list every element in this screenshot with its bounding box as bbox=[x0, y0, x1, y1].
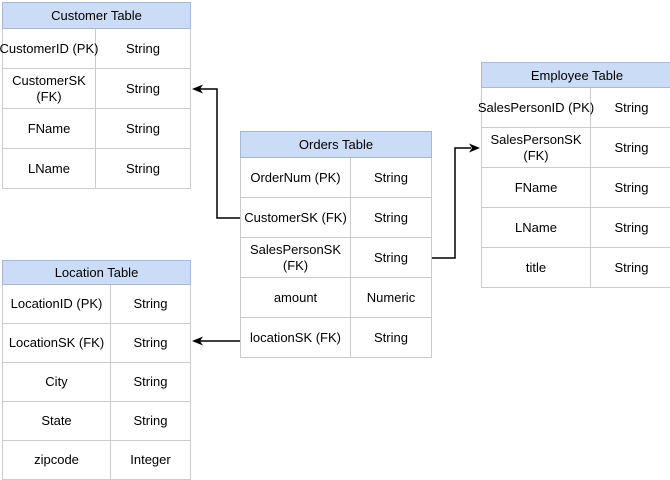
field-name: CustomerSK (FK) bbox=[241, 198, 351, 237]
field-type: String bbox=[126, 160, 160, 176]
field-type: String bbox=[133, 413, 168, 428]
table-row: amount Numeric bbox=[241, 278, 431, 318]
table-title: Customer Table bbox=[2, 2, 191, 29]
arrowhead-right-icon bbox=[469, 143, 480, 153]
field-name: zipcode bbox=[3, 441, 111, 479]
field-name: CustomerSK (FK) bbox=[3, 69, 96, 108]
field-type: Numeric bbox=[366, 289, 416, 305]
field-name: LocationSK (FK) bbox=[3, 324, 111, 362]
entity-table-employee[interactable]: Employee Table SalesPersonID (PK) String… bbox=[478, 62, 670, 288]
field-type: String bbox=[614, 99, 649, 115]
field-type: Integer bbox=[130, 452, 171, 467]
entity-table-orders[interactable]: Orders Table OrderNum (PK) String Custom… bbox=[240, 131, 432, 358]
table-title: Employee Table bbox=[481, 62, 670, 88]
field-type: String bbox=[126, 120, 160, 136]
field-type: String bbox=[133, 374, 168, 389]
field-type: String bbox=[614, 179, 649, 195]
field-name: CustomerID (PK) bbox=[0, 29, 98, 68]
table-body: CustomerID (PK) String CustomerSK (FK) S… bbox=[0, 29, 191, 189]
field-type: String bbox=[133, 335, 168, 350]
table-row: zipcode Integer bbox=[3, 441, 190, 480]
table-row: FName String bbox=[3, 109, 190, 149]
field-type: String bbox=[614, 259, 649, 275]
field-name: SalesPersonID (PK) bbox=[478, 88, 594, 127]
field-name: State bbox=[3, 402, 111, 440]
table-title: Location Table bbox=[2, 260, 191, 285]
connector-orders-to-employee[interactable] bbox=[432, 143, 480, 259]
table-row: CustomerID (PK) String bbox=[0, 29, 190, 69]
table-row: OrderNum (PK) String bbox=[241, 158, 431, 198]
connector-orders-to-location[interactable] bbox=[192, 336, 240, 346]
table-body: LocationID (PK) String LocationSK (FK) S… bbox=[2, 285, 191, 480]
field-type: String bbox=[374, 209, 408, 225]
field-name: title bbox=[482, 248, 591, 287]
field-name: LocationID (PK) bbox=[3, 285, 111, 323]
table-row: CustomerSK (FK) String bbox=[3, 69, 190, 109]
field-type: String bbox=[614, 139, 649, 155]
connector-orders-to-customer[interactable] bbox=[192, 84, 240, 219]
field-type: String bbox=[374, 169, 408, 185]
field-type: String bbox=[614, 219, 649, 235]
field-type: String bbox=[374, 249, 408, 265]
field-type: String bbox=[126, 80, 160, 96]
table-body: SalesPersonID (PK) String SalesPersonSK … bbox=[478, 88, 670, 288]
field-name: FName bbox=[482, 168, 591, 207]
table-row: SalesPersonID (PK) String bbox=[478, 88, 670, 128]
field-name: City bbox=[3, 363, 111, 401]
table-row: LocationSK (FK) String bbox=[3, 324, 190, 363]
arrowhead-left-icon bbox=[192, 336, 203, 346]
field-name: locationSK (FK) bbox=[241, 318, 351, 357]
field-name: amount bbox=[241, 278, 351, 317]
table-row: SalesPersonSK (FK) String bbox=[241, 238, 431, 278]
table-row: FName String bbox=[482, 168, 670, 208]
field-name: SalesPersonSK (FK) bbox=[241, 238, 351, 277]
field-name: LName bbox=[482, 208, 591, 247]
table-row: title String bbox=[482, 248, 670, 288]
field-name: OrderNum (PK) bbox=[241, 158, 351, 197]
field-name: LName bbox=[3, 149, 96, 188]
entity-table-location[interactable]: Location Table LocationID (PK) String Lo… bbox=[2, 260, 191, 480]
field-name: FName bbox=[3, 109, 96, 148]
field-type: String bbox=[374, 329, 408, 345]
field-name: SalesPersonSK (FK) bbox=[482, 128, 591, 167]
entity-table-customer[interactable]: Customer Table CustomerID (PK) String Cu… bbox=[0, 2, 191, 189]
table-title: Orders Table bbox=[240, 131, 432, 158]
table-row: locationSK (FK) String bbox=[241, 318, 431, 358]
table-row: SalesPersonSK (FK) String bbox=[482, 128, 670, 168]
table-row: State String bbox=[3, 402, 190, 441]
table-row: LocationID (PK) String bbox=[3, 285, 190, 324]
field-type: String bbox=[133, 296, 168, 311]
table-row: CustomerSK (FK) String bbox=[241, 198, 431, 238]
arrowhead-left-icon bbox=[192, 84, 203, 94]
table-row: City String bbox=[3, 363, 190, 402]
table-body: OrderNum (PK) String CustomerSK (FK) Str… bbox=[240, 158, 432, 358]
table-row: LName String bbox=[482, 208, 670, 248]
table-row: LName String bbox=[3, 149, 190, 189]
field-type: String bbox=[126, 40, 160, 56]
